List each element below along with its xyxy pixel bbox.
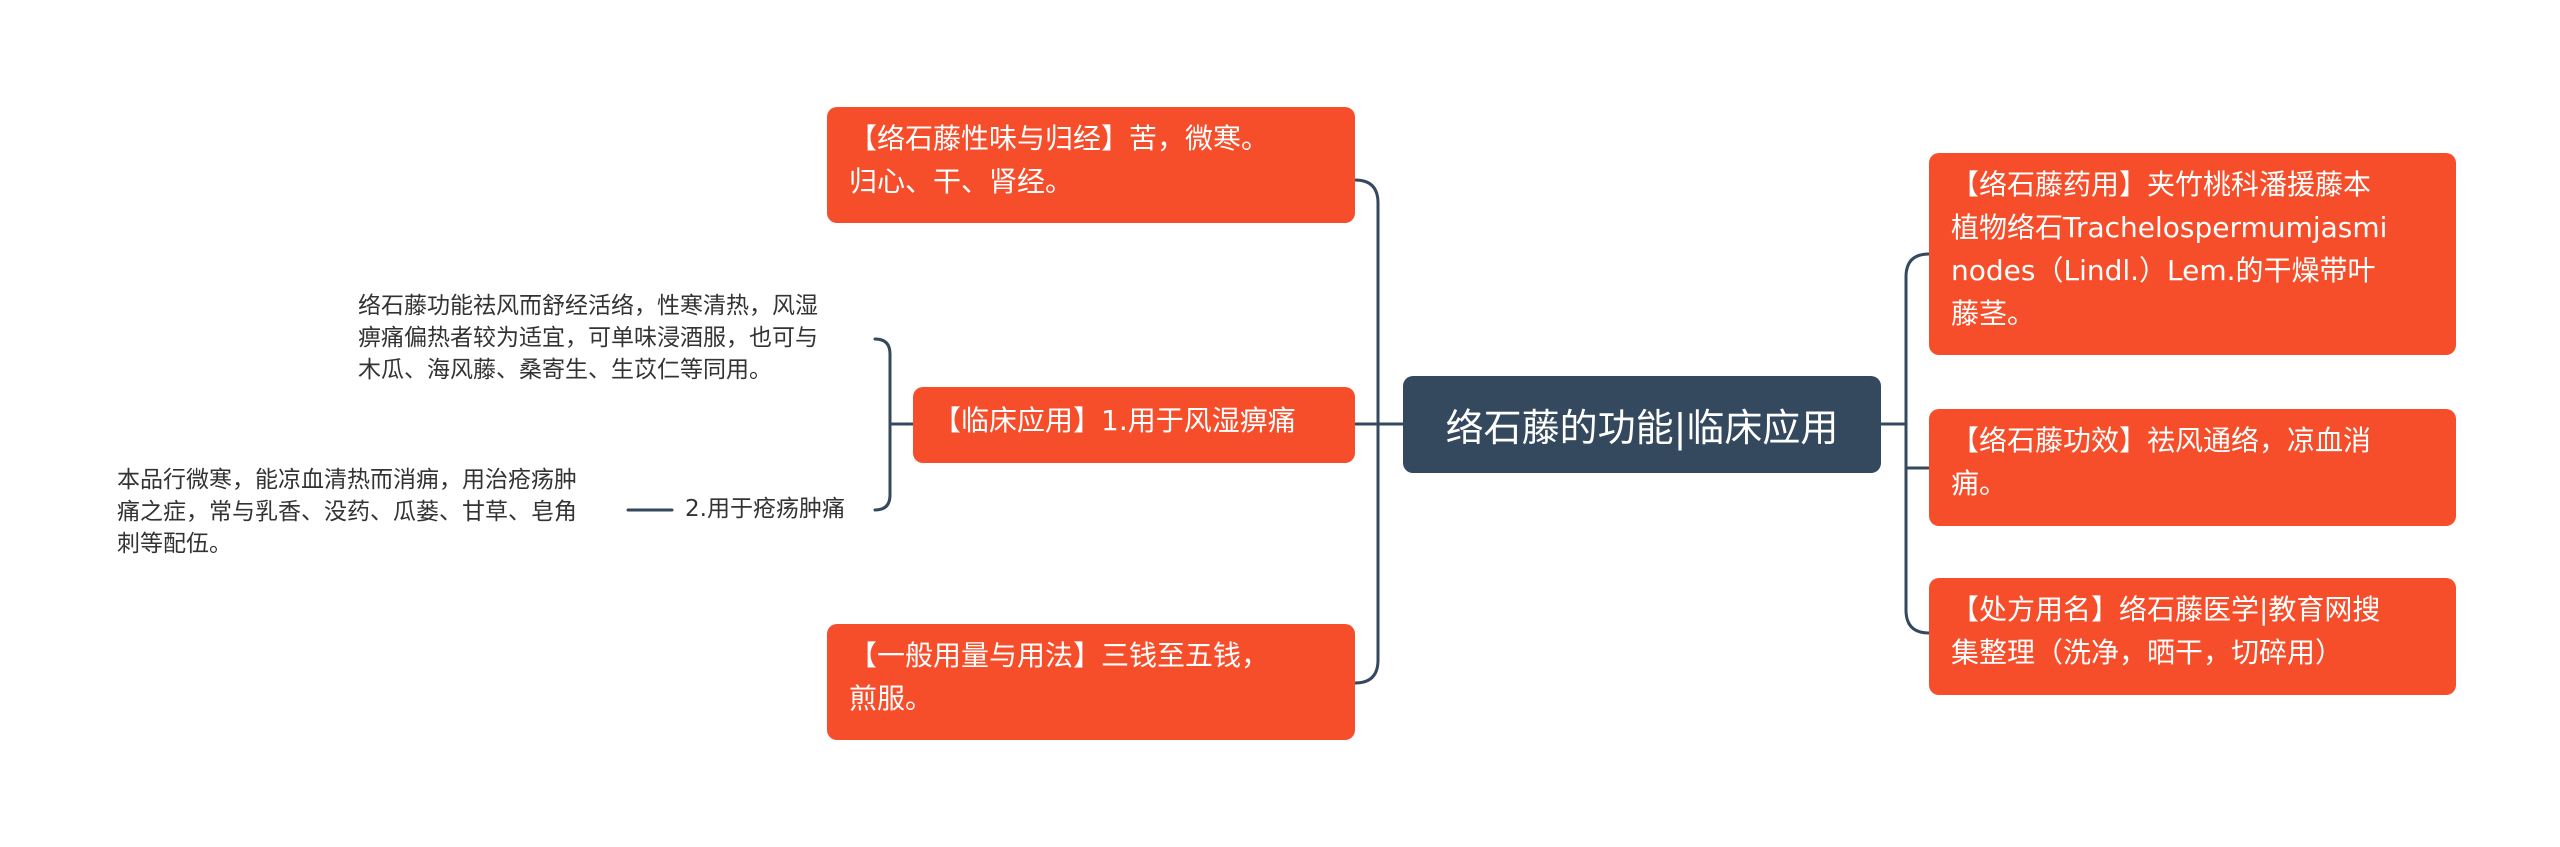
sub-item-sores-swelling[interactable]: 2.用于疮疡肿痛 <box>685 493 845 525</box>
note-sores-swelling: 本品行微寒，能凉血清热而消痈，用治疮疡肿 痛之症，常与乳香、没药、瓜蒌、甘草、皂… <box>117 464 627 560</box>
branch-nature-meridian-label: 【络石藤性味与归经】苦，微寒。 归心、干、肾经。 <box>849 122 1270 198</box>
root-node[interactable]: 络石藤的功能|临床应用 <box>1403 376 1881 473</box>
connector-clinical-children <box>873 337 892 512</box>
connector-left-spine <box>1353 178 1380 685</box>
branch-nature-meridian[interactable]: 【络石藤性味与归经】苦，微寒。 归心、干、肾经。 <box>827 107 1355 223</box>
branch-prescription-name[interactable]: 【处方用名】络石藤医学|教育网搜 集整理（洗净，晒干，切碎用） <box>1929 578 2456 695</box>
branch-medicinal-source-label: 【络石藤药用】夹竹桃科潘援藤本 植物络石Trachelospermumjasmi… <box>1951 168 2388 330</box>
branch-clinical-application[interactable]: 【临床应用】1.用于风湿痹痛 <box>913 387 1355 463</box>
connector-right-spine <box>1904 252 1931 635</box>
note-rheumatic-pain-text: 络石藤功能祛风而舒经活络，性寒清热，风湿 痹痛偏热者较为适宜，可单味浸酒服，也可… <box>358 293 818 383</box>
root-node-label: 络石藤的功能|临床应用 <box>1445 406 1839 450</box>
branch-dosage-usage-label: 【一般用量与用法】三钱至五钱， 煎服。 <box>849 639 1270 715</box>
branch-efficacy[interactable]: 【络石藤功效】祛风通络，凉血消 痈。 <box>1929 409 2456 526</box>
branch-clinical-application-label: 【临床应用】1.用于风湿痹痛 <box>933 404 1296 437</box>
branch-dosage-usage[interactable]: 【一般用量与用法】三钱至五钱， 煎服。 <box>827 624 1355 740</box>
branch-prescription-name-label: 【处方用名】络石藤医学|教育网搜 集整理（洗净，晒干，切碎用） <box>1951 593 2381 669</box>
branch-medicinal-source[interactable]: 【络石藤药用】夹竹桃科潘援藤本 植物络石Trachelospermumjasmi… <box>1929 153 2456 355</box>
note-rheumatic-pain: 络石藤功能祛风而舒经活络，性寒清热，风湿 痹痛偏热者较为适宜，可单味浸酒服，也可… <box>358 290 875 386</box>
sub-item-sores-swelling-label: 2.用于疮疡肿痛 <box>685 496 845 522</box>
branch-efficacy-label: 【络石藤功效】祛风通络，凉血消 痈。 <box>1951 424 2372 500</box>
note-sores-swelling-text: 本品行微寒，能凉血清热而消痈，用治疮疡肿 痛之症，常与乳香、没药、瓜蒌、甘草、皂… <box>117 467 577 557</box>
